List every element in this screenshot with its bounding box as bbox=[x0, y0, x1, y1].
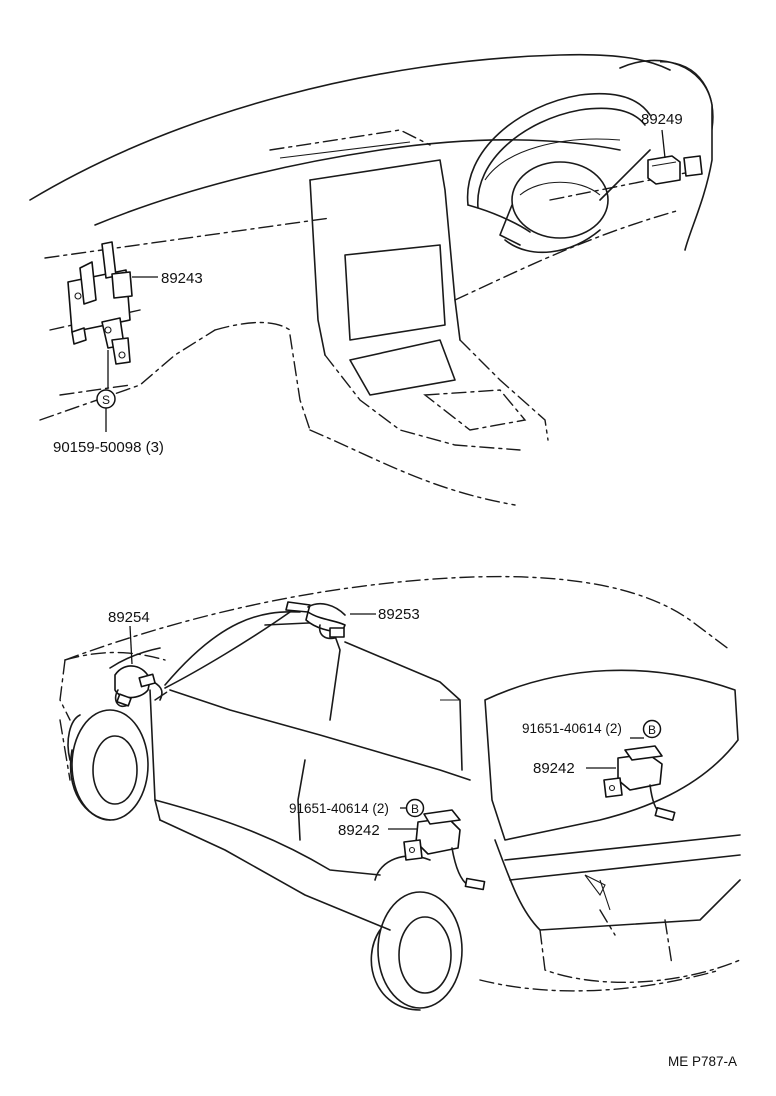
b-marker-side: B bbox=[405, 798, 425, 818]
label-89242-side: 89242 bbox=[338, 822, 380, 839]
dashboard-illustration bbox=[29, 53, 714, 506]
s-marker: S bbox=[96, 389, 116, 432]
harness-89253 bbox=[285, 601, 376, 640]
label-89242-rear: 89242 bbox=[533, 760, 575, 777]
b-marker-rear-letter: B bbox=[648, 723, 656, 737]
label-89249: 89249 bbox=[641, 111, 683, 128]
harness-89254 bbox=[109, 611, 291, 708]
label-89243: 89243 bbox=[161, 270, 203, 287]
label-90159-50098: 90159-50098 (3) bbox=[53, 439, 164, 456]
label-89254: 89254 bbox=[108, 609, 150, 626]
label-91651-40614-rear: 91651-40614 (2) bbox=[522, 721, 622, 736]
b-marker-rear: B bbox=[642, 719, 662, 739]
sensor-89242-side bbox=[388, 807, 486, 891]
label-89253: 89253 bbox=[378, 606, 420, 623]
label-91651-40614-side: 91651-40614 (2) bbox=[289, 801, 389, 816]
ecu-89243 bbox=[67, 241, 158, 388]
sensor-89242-rear bbox=[586, 737, 676, 821]
diagram-code: ME P787-A bbox=[668, 1054, 737, 1069]
s-marker-letter: S bbox=[102, 393, 110, 407]
b-marker-side-letter: B bbox=[411, 802, 419, 816]
car-illustration bbox=[59, 575, 741, 1011]
sensor-89249 bbox=[647, 129, 703, 185]
